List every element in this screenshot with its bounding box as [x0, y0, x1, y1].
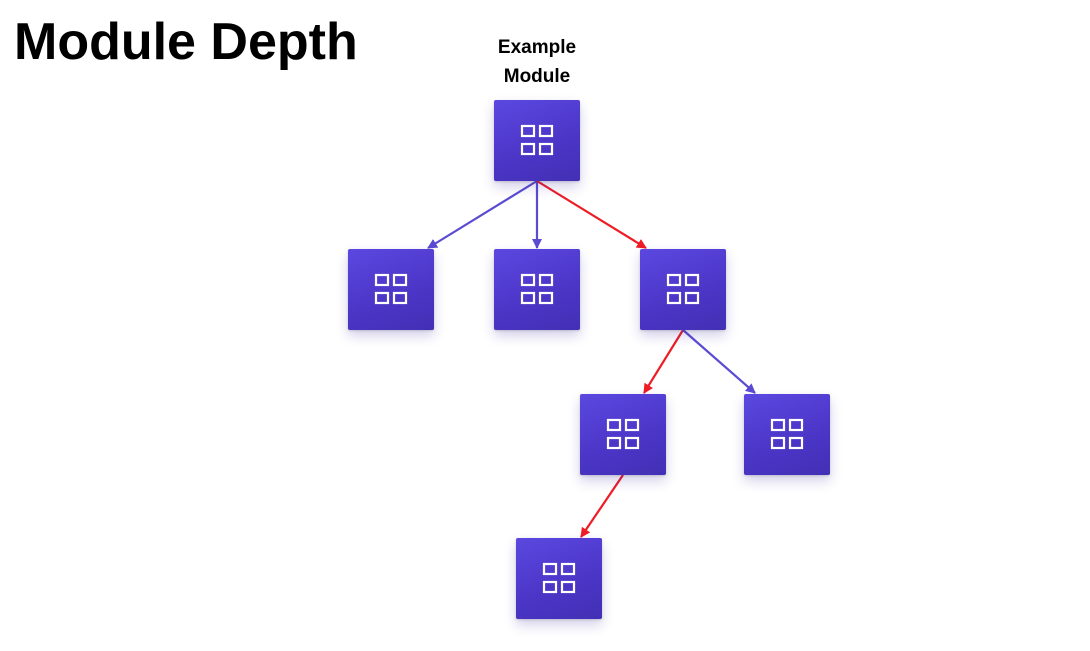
highlighted-edge-grandchild-left-to-great-grandchild [580, 474, 624, 538]
module-node-great-grandchild[interactable] [516, 538, 602, 619]
modules-grid-icon [666, 273, 700, 304]
highlighted-edge-root-to-child-right [536, 180, 647, 249]
modules-grid-icon [520, 124, 554, 155]
modules-grid-icon [606, 418, 640, 449]
module-node-grandchild-left[interactable] [580, 394, 666, 475]
modules-grid-icon [520, 273, 554, 304]
module-node-grandchild-right[interactable] [744, 394, 830, 475]
page-title: Module Depth [14, 13, 358, 71]
module-node-child-right[interactable] [640, 249, 726, 330]
modules-grid-icon [770, 418, 804, 449]
root-module-label: Example Module [497, 37, 577, 87]
module-node-child-middle[interactable] [494, 249, 580, 330]
dependency-edge-child-right-to-grandchild-right [682, 329, 756, 394]
module-node-root[interactable] [494, 100, 580, 181]
highlighted-edge-child-right-to-grandchild-left [643, 329, 684, 394]
modules-grid-icon [374, 273, 408, 304]
modules-grid-icon [542, 562, 576, 593]
module-node-child-left[interactable] [348, 249, 434, 330]
dependency-edge-root-to-child-left [427, 180, 538, 249]
